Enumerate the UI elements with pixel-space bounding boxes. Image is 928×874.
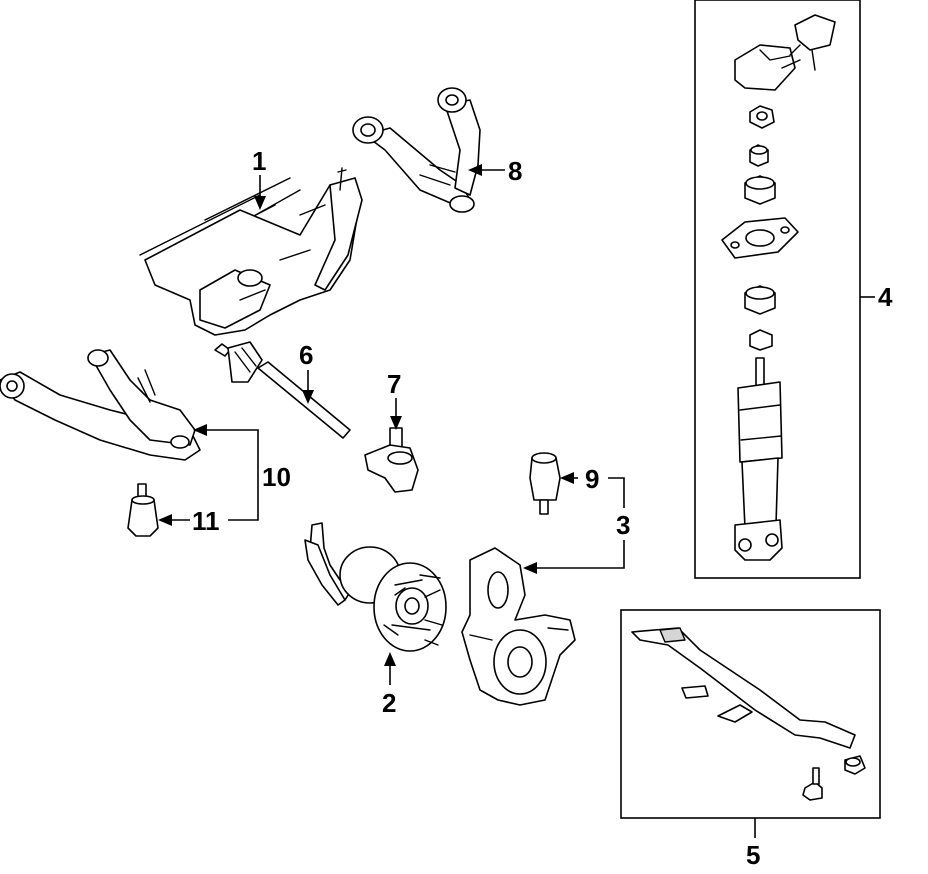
callout-6: 6 — [299, 340, 313, 370]
upper-ball-joint — [529, 452, 561, 515]
stabilizer-bar-assembly — [631, 627, 866, 801]
shock-absorber-assembly — [721, 14, 836, 561]
stabilizer-group-frame — [620, 609, 881, 819]
wheel-hub-assembly — [304, 522, 447, 652]
callout-2: 2 — [382, 688, 396, 718]
callout-8: 8 — [508, 156, 522, 186]
callout-1: 1 — [252, 146, 266, 176]
inner-tie-rod — [214, 341, 351, 439]
outer-tie-rod-end — [364, 427, 419, 493]
callout-5: 5 — [746, 840, 760, 870]
callout-9: 9 — [585, 464, 599, 494]
lower-control-arm — [0, 349, 201, 461]
shock-group-frame — [694, 0, 861, 579]
lower-ball-joint — [127, 483, 159, 537]
callout-7: 7 — [387, 369, 401, 399]
callout-10: 10 — [262, 462, 291, 492]
callout-4: 4 — [878, 282, 893, 312]
frame-crossmember — [139, 167, 363, 336]
leader-lines — [158, 164, 875, 838]
steering-knuckle — [461, 547, 576, 706]
callout-3: 3 — [616, 510, 630, 540]
upper-control-arm — [352, 87, 481, 213]
callout-11: 11 — [192, 506, 220, 536]
